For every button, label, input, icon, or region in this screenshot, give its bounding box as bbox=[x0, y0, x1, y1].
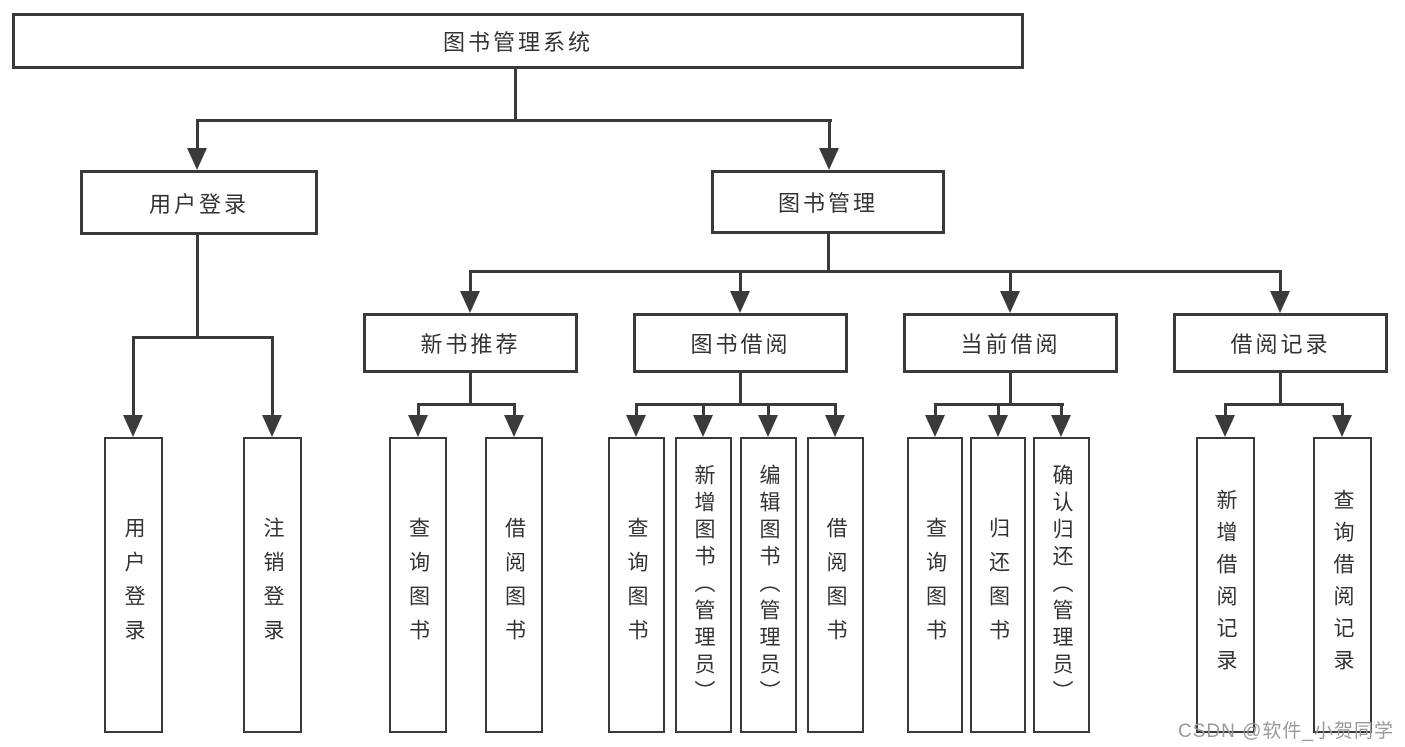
leaf-current-query-book-label: 查询图书 bbox=[923, 517, 947, 653]
edge-to-book-borrow-stem bbox=[739, 270, 742, 292]
edge-book-management-stem bbox=[827, 234, 830, 273]
node-root: 图书管理系统 bbox=[12, 13, 1024, 69]
edge-bb-leaf2-stem bbox=[702, 403, 705, 417]
leaf-borrow-query-book-label: 查询图书 bbox=[625, 517, 648, 653]
edge-to-borrow-records-stem bbox=[1279, 270, 1282, 292]
node-user-login-label: 用户登录 bbox=[148, 191, 249, 217]
leaf-edit-book-admin-label: 编辑图书（管理员） bbox=[757, 463, 780, 707]
arrow-rec-leaf2 bbox=[504, 415, 524, 437]
leaf-confirm-return-admin: 确认归还（管理员） bbox=[1033, 437, 1090, 733]
edge-book-borrow-stem2 bbox=[739, 373, 742, 406]
edge-to-recommend-stem bbox=[469, 270, 472, 292]
edge-book-management-bus bbox=[469, 270, 1282, 273]
edge-user-login-stem bbox=[196, 235, 199, 339]
arrow-to-leaf-login bbox=[123, 415, 143, 437]
leaf-borrow-book: 借阅图书 bbox=[807, 437, 864, 733]
edge-recommend-bus bbox=[417, 403, 516, 406]
edge-bb-leaf1-stem bbox=[635, 403, 638, 417]
node-current-borrow-label: 当前借阅 bbox=[960, 332, 1061, 357]
leaf-user-login-label: 用户登录 bbox=[122, 517, 145, 653]
leaf-borrow-book-label: 借阅图书 bbox=[824, 517, 847, 653]
leaf-rec-query-book-label: 查询图书 bbox=[406, 517, 430, 653]
leaf-borrow-query-book: 查询图书 bbox=[608, 437, 665, 733]
leaf-add-borrow-record-label: 新增借阅记录 bbox=[1214, 489, 1237, 681]
arrow-cb-leaf3 bbox=[1051, 415, 1071, 437]
node-book-management-label: 图书管理 bbox=[777, 191, 878, 216]
edge-to-book-management-stem bbox=[828, 119, 831, 149]
csdn-watermark: CSDN @软件_小贺同学 bbox=[1178, 721, 1394, 742]
edge-recommend-stem bbox=[469, 373, 472, 406]
arrow-cb-leaf1 bbox=[925, 415, 945, 437]
arrow-to-current-borrow bbox=[1000, 291, 1020, 313]
node-root-label: 图书管理系统 bbox=[442, 30, 593, 55]
edge-root-stem bbox=[514, 69, 517, 119]
edge-br-leaf1-stem bbox=[1224, 403, 1227, 417]
edge-user-login-bus bbox=[132, 336, 274, 339]
leaf-current-query-book: 查询图书 bbox=[907, 437, 963, 733]
arrow-bb-leaf1 bbox=[626, 415, 646, 437]
node-book-borrow-label: 图书借阅 bbox=[690, 332, 791, 357]
edge-book-borrow-bus bbox=[635, 403, 837, 406]
node-user-login: 用户登录 bbox=[80, 170, 318, 235]
leaf-return-book-label: 归还图书 bbox=[986, 517, 1010, 653]
arrow-to-book-management bbox=[819, 148, 839, 170]
edge-to-user-login-stem bbox=[196, 119, 199, 149]
edge-bb-leaf4-stem bbox=[834, 403, 837, 417]
leaf-confirm-return-admin-label: 确认归还（管理员） bbox=[1050, 463, 1073, 707]
arrow-br-leaf1 bbox=[1215, 415, 1235, 437]
leaf-edit-book-admin: 编辑图书（管理员） bbox=[740, 437, 797, 733]
edge-to-current-borrow-stem bbox=[1009, 270, 1012, 292]
leaf-add-borrow-record: 新增借阅记录 bbox=[1196, 437, 1255, 733]
node-current-borrow: 当前借阅 bbox=[903, 313, 1118, 373]
edge-current-borrow-stem2 bbox=[1009, 373, 1012, 406]
arrow-to-recommend bbox=[460, 291, 480, 313]
edge-to-leaf-login-stem bbox=[132, 336, 135, 416]
node-borrow-records: 借阅记录 bbox=[1173, 313, 1388, 373]
edge-cb-leaf2-stem bbox=[997, 403, 1000, 417]
arrow-bb-leaf2 bbox=[693, 415, 713, 437]
arrow-cb-leaf2 bbox=[988, 415, 1008, 437]
edge-borrow-records-bus bbox=[1224, 403, 1344, 406]
edge-br-leaf2-stem bbox=[1341, 403, 1344, 417]
arrow-rec-leaf1 bbox=[408, 415, 428, 437]
arrow-to-leaf-logout bbox=[262, 415, 282, 437]
leaf-add-book-admin: 新增图书（管理员） bbox=[675, 437, 732, 733]
arrow-to-user-login bbox=[187, 148, 207, 170]
edge-rec-leaf2-stem bbox=[513, 403, 516, 417]
node-borrow-records-label: 借阅记录 bbox=[1230, 332, 1331, 357]
leaf-rec-borrow-book: 借阅图书 bbox=[485, 437, 543, 733]
leaf-logout-label: 注销登录 bbox=[261, 517, 284, 653]
edge-to-leaf-logout-stem bbox=[271, 336, 274, 416]
leaf-rec-query-book: 查询图书 bbox=[389, 437, 447, 733]
edge-cb-leaf1-stem bbox=[934, 403, 937, 417]
arrow-bb-leaf4 bbox=[825, 415, 845, 437]
node-new-book-recommend-label: 新书推荐 bbox=[420, 332, 521, 357]
leaf-user-login: 用户登录 bbox=[104, 437, 163, 733]
node-book-borrow: 图书借阅 bbox=[633, 313, 848, 373]
edge-borrow-records-stem2 bbox=[1279, 373, 1282, 406]
edge-bb-leaf3-stem bbox=[767, 403, 770, 417]
leaf-return-book: 归还图书 bbox=[970, 437, 1026, 733]
arrow-bb-leaf3 bbox=[758, 415, 778, 437]
leaf-rec-borrow-book-label: 借阅图书 bbox=[502, 517, 526, 653]
leaf-query-borrow-record-label: 查询借阅记录 bbox=[1331, 489, 1354, 681]
node-book-management: 图书管理 bbox=[711, 170, 945, 234]
leaf-add-book-admin-label: 新增图书（管理员） bbox=[692, 463, 715, 707]
edge-rec-leaf1-stem bbox=[417, 403, 420, 417]
edge-root-bus bbox=[196, 119, 832, 122]
arrow-to-borrow-records bbox=[1270, 291, 1290, 313]
leaf-query-borrow-record: 查询借阅记录 bbox=[1313, 437, 1372, 733]
arrow-to-book-borrow bbox=[730, 291, 750, 313]
edge-cb-leaf3-stem bbox=[1060, 403, 1063, 417]
leaf-logout: 注销登录 bbox=[243, 437, 302, 733]
arrow-br-leaf2 bbox=[1332, 415, 1352, 437]
node-new-book-recommend: 新书推荐 bbox=[363, 313, 578, 373]
